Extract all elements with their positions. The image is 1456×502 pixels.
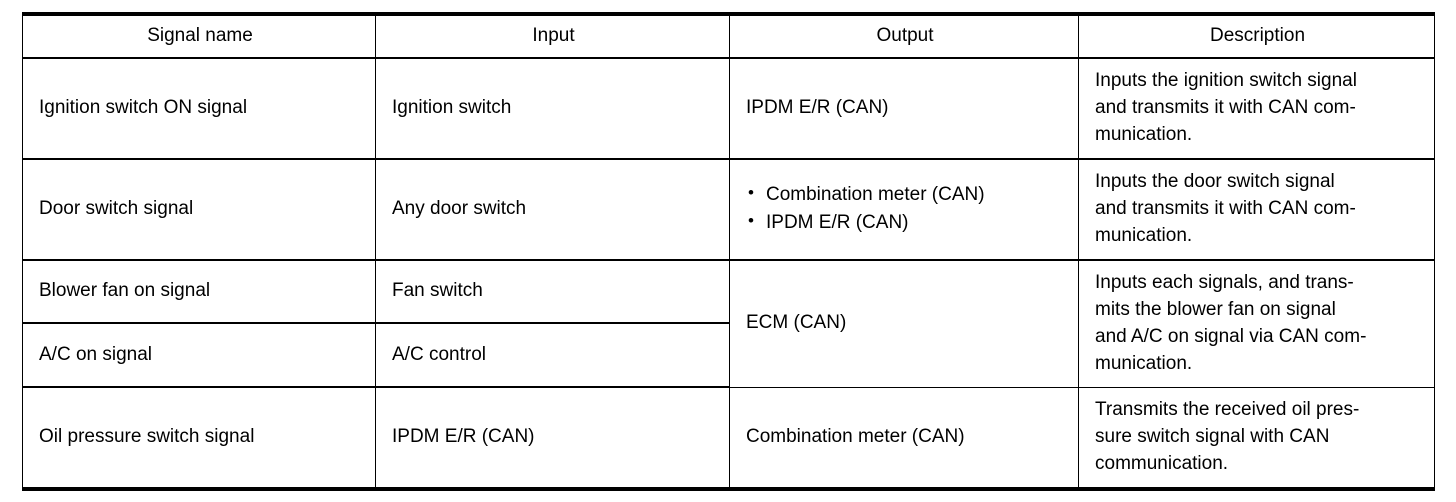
description-line: munication. (1095, 224, 1193, 246)
description-line: Inputs the door switch signal (1095, 170, 1335, 192)
output-bullet-list: Combination meter (CAN) IPDM E/R (CAN) (746, 181, 1064, 237)
cell-signal-name: Oil pressure switch signal (22, 386, 376, 491)
cell-output: IPDM E/R (CAN) (729, 57, 1079, 160)
column-header-description: Description (1078, 12, 1435, 59)
description-line: sure switch signal with CAN (1095, 425, 1330, 447)
table-row: Ignition switch ON signal Ignition switc… (22, 57, 1435, 160)
description-line: munication. (1095, 352, 1193, 374)
cell-signal-name: Ignition switch ON signal (22, 57, 376, 160)
description-line: and transmits it with CAN com- (1095, 96, 1356, 118)
cell-input: Ignition switch (375, 57, 730, 160)
table-row: Door switch signal Any door switch Combi… (22, 158, 1435, 261)
description-line: Inputs the ignition switch signal (1095, 69, 1357, 91)
cell-signal-name: Door switch signal (22, 158, 376, 261)
list-item: IPDM E/R (CAN) (746, 209, 1064, 237)
cell-description: Inputs the ignition switch signal and tr… (1078, 57, 1435, 160)
description-line: communication. (1095, 452, 1229, 474)
description-line: mits the blower fan on signal (1095, 298, 1336, 320)
cell-signal-name: A/C on signal (22, 322, 376, 389)
description-line: and transmits it with CAN com- (1095, 197, 1356, 219)
signal-table-container: Signal name Input Output Description Ign… (22, 12, 1435, 491)
description-line: Transmits the received oil pres- (1095, 398, 1360, 420)
table-header: Signal name Input Output Description (22, 12, 1435, 59)
table-body: Ignition switch ON signal Ignition switc… (22, 57, 1435, 491)
table-header-row: Signal name Input Output Description (22, 12, 1435, 59)
signal-table: Signal name Input Output Description Ign… (22, 12, 1435, 491)
cell-input: Fan switch (375, 259, 730, 324)
cell-description-merged: Inputs each signals, and trans- mits the… (1078, 259, 1435, 388)
list-item: Combination meter (CAN) (746, 181, 1064, 209)
cell-input: Any door switch (375, 158, 730, 261)
cell-output: Combination meter (CAN) IPDM E/R (CAN) (729, 158, 1079, 261)
table-row: Blower fan on signal Fan switch ECM (CAN… (22, 259, 1435, 388)
column-header-output: Output (729, 12, 1079, 59)
table-row: A/C on signal A/C control (22, 322, 1435, 389)
cell-description: Inputs the door switch signal and transm… (1078, 158, 1435, 261)
column-header-signal-name: Signal name (22, 12, 376, 59)
column-header-input: Input (375, 12, 730, 59)
cell-signal-name: Blower fan on signal (22, 259, 376, 324)
cell-description: Transmits the received oil pres- sure sw… (1078, 386, 1435, 491)
description-line: and A/C on signal via CAN com- (1095, 325, 1367, 347)
cell-output-merged: ECM (CAN) (729, 259, 1079, 388)
table-row: Oil pressure switch signal IPDM E/R (CAN… (22, 386, 1435, 491)
description-line: Inputs each signals, and trans- (1095, 271, 1354, 293)
cell-output: Combination meter (CAN) (729, 386, 1079, 491)
cell-input: A/C control (375, 322, 730, 389)
cell-input: IPDM E/R (CAN) (375, 386, 730, 491)
description-line: munication. (1095, 123, 1193, 145)
